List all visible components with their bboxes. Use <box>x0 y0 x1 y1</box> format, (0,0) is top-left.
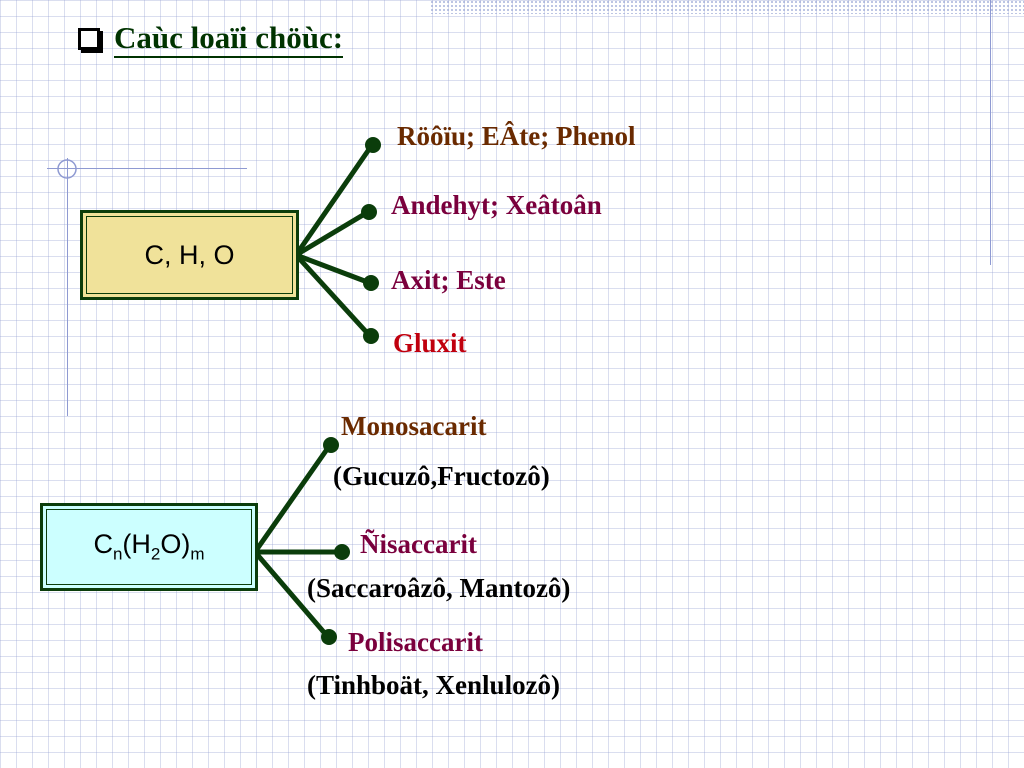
decor-circle <box>57 159 77 179</box>
branch-dot-cho-4 <box>363 328 379 344</box>
branch-dot-cnh2o-1 <box>323 437 339 453</box>
connector-cho-2 <box>293 209 371 258</box>
checkbox-icon <box>78 27 100 50</box>
formula-sub-m: m <box>190 544 205 564</box>
connector-cho-3 <box>293 252 373 286</box>
branch-label-aldehyde: Andehyt; Xeâtoân <box>391 190 602 220</box>
branch-dot-cnh2o-3 <box>321 629 337 645</box>
branch-label-disaccharide: Ñisaccarit <box>360 529 477 559</box>
examples-monosaccharide: (Gucuzô,Fructozô) <box>333 461 550 491</box>
formula-sub-n: n <box>112 544 123 564</box>
formula-close: O) <box>160 529 191 560</box>
top-pattern-band <box>430 0 1024 14</box>
branch-dot-cho-1 <box>365 137 381 153</box>
slide-heading: Caùc loaïi chöùc: <box>78 20 344 58</box>
root-box-cnh2o: Cn(H2O)m <box>40 503 258 591</box>
branch-label-carbohydrate: Gluxit <box>393 328 467 358</box>
connector-cnh2o-3 <box>252 549 331 640</box>
root-label-cnh2o: Cn(H2O)m <box>93 529 204 564</box>
formula-sub-2: 2 <box>150 544 161 564</box>
branch-dot-cnh2o-2 <box>334 544 350 560</box>
decor-vertical-line-left <box>67 158 68 416</box>
connector-cnh2o-1 <box>252 442 333 555</box>
decor-horizontal-line-left <box>47 168 247 169</box>
decor-vertical-line-right <box>990 0 991 265</box>
branch-label-monosaccharide: Monosacarit <box>341 411 487 441</box>
formula-open: (H <box>122 529 151 560</box>
branch-label-polysaccharide: Polisaccarit <box>348 627 483 657</box>
branch-label-acid: Axit; Este <box>391 265 506 295</box>
examples-disaccharide: (Saccaroâzô, Mantozô) <box>307 573 571 603</box>
connector-cho-4 <box>293 252 373 339</box>
examples-polysaccharide: (Tinhboät, Xenlulozô) <box>307 670 561 700</box>
formula-c: C <box>93 529 113 560</box>
root-label-cho: C, H, O <box>144 239 235 270</box>
branch-dot-cho-3 <box>363 275 379 291</box>
branch-dot-cho-2 <box>361 204 377 220</box>
root-box-cho: C, H, O <box>80 210 299 300</box>
connector-cho-1 <box>293 142 375 258</box>
slide-title: Caùc loaïi chöùc: <box>114 20 344 58</box>
branch-label-alcohol: Röôïu; EÂte; Phenol <box>397 121 636 151</box>
